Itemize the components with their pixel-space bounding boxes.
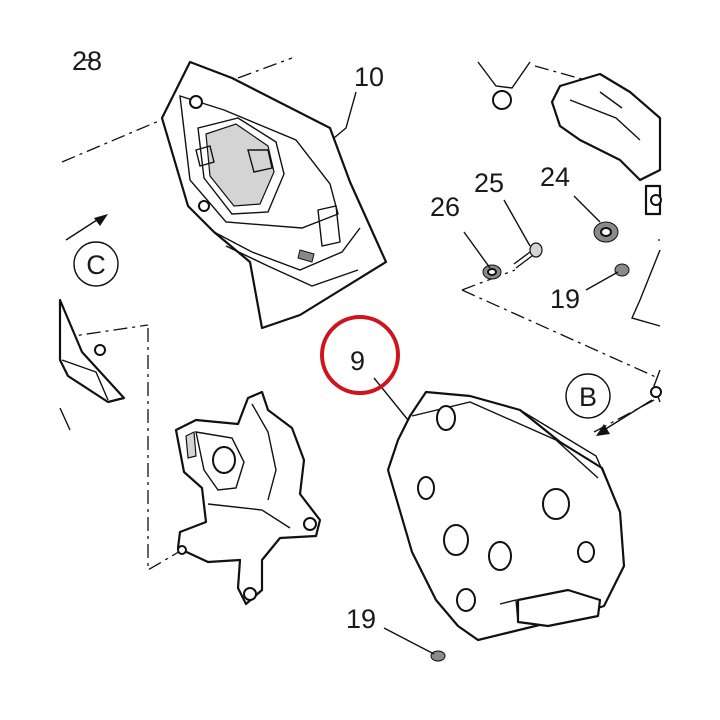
- part-9-plate[interactable]: [386, 390, 626, 642]
- view-b-arrow: [596, 399, 653, 436]
- left-partial-part[interactable]: [58, 298, 126, 431]
- view-c-arrow: [65, 214, 108, 241]
- fastener-19-top-nut[interactable]: [614, 263, 630, 277]
- view-c-label: C: [86, 250, 106, 280]
- upper-right-part[interactable]: [550, 72, 662, 216]
- label-part-9: 9: [350, 346, 365, 376]
- view-c-circle: [73, 241, 119, 287]
- view-b-label: B: [579, 382, 597, 412]
- leader-lines: [82, 59, 619, 655]
- view-b-circle: [565, 373, 611, 419]
- fastener-25-screw[interactable]: [513, 242, 543, 269]
- fastener-19-bottom-nut[interactable]: [430, 650, 446, 662]
- part-10-cover[interactable]: [160, 60, 388, 330]
- label-part-25: 25: [474, 168, 504, 198]
- label-part-19-bottom: 19: [346, 604, 376, 634]
- label-part-10: 10: [354, 62, 384, 92]
- bracket-assembly[interactable]: [174, 390, 322, 606]
- right-edge-partial-part[interactable]: [631, 249, 662, 403]
- fastener-26-washer[interactable]: [482, 264, 502, 280]
- hook-pin: [477, 61, 531, 110]
- label-part-24: 24: [540, 162, 570, 192]
- label-part-19-top: 19: [550, 284, 580, 314]
- highlight-circle: [320, 315, 400, 395]
- label-part-28-partial: 28: [72, 46, 102, 76]
- fastener-24-grommet[interactable]: [593, 221, 619, 243]
- label-part-26: 26: [430, 192, 460, 222]
